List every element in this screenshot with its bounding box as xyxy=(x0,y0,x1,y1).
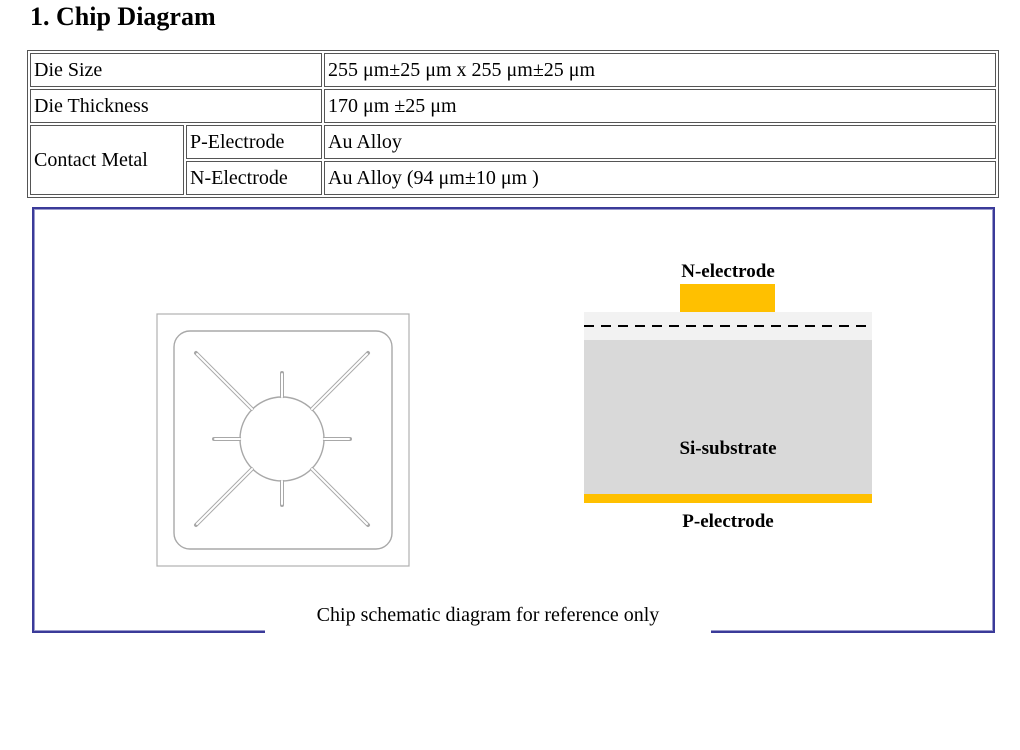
chip-top-view xyxy=(156,313,410,567)
spec-table: Die Size 255 μm±25 μm x 255 μm±25 μm Die… xyxy=(27,50,999,198)
die-size-label: Die Size xyxy=(30,53,322,87)
p-electrode-value: Au Alloy xyxy=(324,125,996,159)
table-row-die-size: Die Size 255 μm±25 μm x 255 μm±25 μm xyxy=(30,53,996,87)
si-substrate xyxy=(584,340,872,494)
die-thickness-label: Die Thickness xyxy=(30,89,322,123)
p-electrode-label: P-Electrode xyxy=(186,125,322,159)
section-title: 1. Chip Diagram xyxy=(30,2,216,31)
chip-diagram-frame: N-electrode Si-substrate P-electrode Chi… xyxy=(32,207,995,637)
p-electrode-label: P-electrode xyxy=(682,511,773,532)
n-electrode-pad xyxy=(680,284,775,312)
substrate-label: Si-substrate xyxy=(679,438,776,459)
n-electrode-label: N-Electrode xyxy=(186,161,322,195)
n-electrode-value: Au Alloy (94 μm±10 μm ) xyxy=(324,161,996,195)
chip-cross-section: N-electrode Si-substrate P-electrode xyxy=(584,261,872,532)
table-row-p-electrode: Contact Metal P-Electrode Au Alloy xyxy=(30,125,996,195)
die-thickness-value: 170 μm ±25 μm xyxy=(324,89,996,123)
die-size-value: 255 μm±25 μm x 255 μm±25 μm xyxy=(324,53,996,87)
diagram-caption: Chip schematic diagram for reference onl… xyxy=(265,597,711,637)
p-pad-outline xyxy=(173,330,393,550)
table-row-die-thickness: Die Thickness 170 μm ±25 μm xyxy=(30,89,996,123)
p-electrode-layer xyxy=(584,494,872,503)
contact-metal-label: Contact Metal xyxy=(30,125,184,195)
n-electrode-label: N-electrode xyxy=(681,261,775,282)
table-row-n-electrode: N-Electrode Au Alloy (94 μm±10 μm ) xyxy=(30,161,996,195)
